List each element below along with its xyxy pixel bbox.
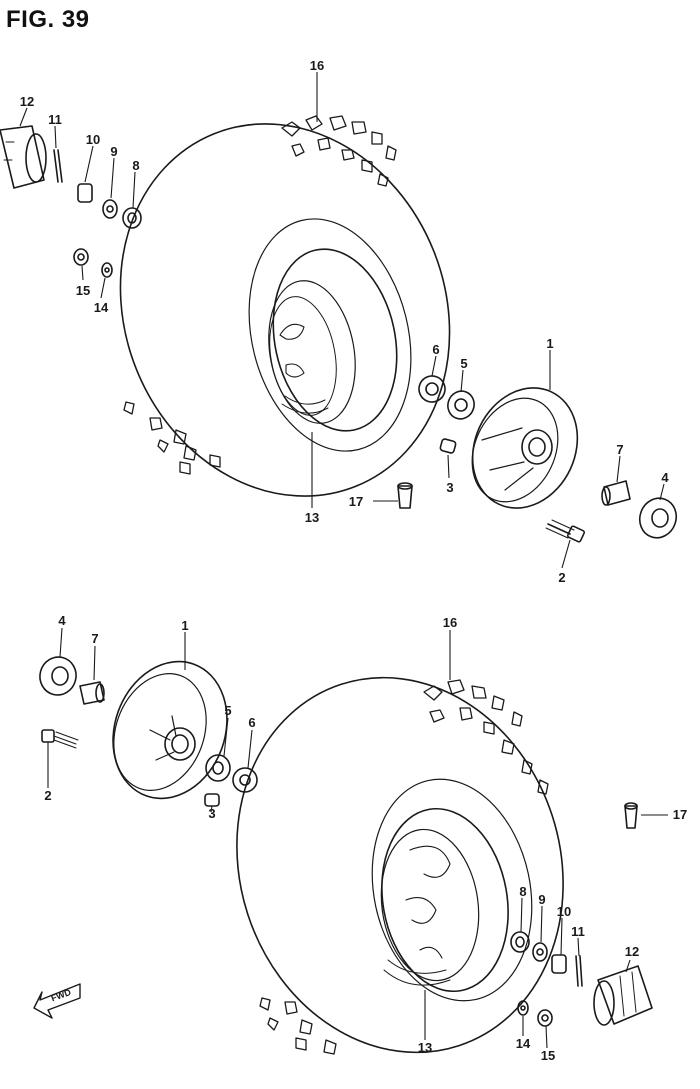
upper-bolt-2 — [545, 519, 586, 543]
callout-u-5: 5 — [460, 356, 467, 371]
lower-bearing-5 — [205, 754, 231, 782]
callout-l-1: 1 — [181, 618, 188, 633]
callout-l-17: 17 — [673, 807, 687, 822]
lower-hub — [112, 660, 228, 800]
callout-u-4: 4 — [661, 470, 669, 485]
lower-cap-12 — [593, 965, 653, 1026]
callout-u-7: 7 — [616, 442, 623, 457]
upper-rim — [268, 248, 398, 432]
callout-l-11: 11 — [571, 924, 585, 939]
lower-washer-14 — [517, 1000, 529, 1016]
upper-nut-3 — [439, 438, 457, 454]
callout-u-15: 15 — [76, 283, 90, 298]
callout-u-10: 10 — [86, 132, 100, 147]
lower-castle-nut-10 — [551, 954, 567, 974]
callout-labels: 16 12 11 10 9 8 15 14 6 5 1 3 7 4 17 13 … — [20, 58, 687, 1063]
upper-washer-9 — [102, 199, 118, 219]
callout-u-9: 9 — [110, 144, 117, 159]
callout-l-16: 16 — [443, 615, 457, 630]
lower-bearing-4 — [39, 656, 77, 696]
callout-l-14: 14 — [516, 1036, 531, 1051]
callout-l-6: 6 — [248, 715, 255, 730]
fwd-arrow-icon — [33, 983, 81, 1019]
lower-bolt-2 — [41, 729, 79, 749]
upper-valve-17 — [397, 482, 413, 509]
callout-l-4: 4 — [58, 613, 66, 628]
lower-bearing-6 — [232, 767, 258, 793]
callout-u-14: 14 — [94, 300, 109, 315]
lower-cotter-pin-11 — [575, 955, 583, 987]
lower-spacer-8 — [510, 931, 530, 953]
lower-nut-15 — [537, 1009, 553, 1027]
lower-washer-9 — [532, 942, 548, 962]
callout-u-1: 1 — [546, 336, 553, 351]
figure-title: FIG. 39 — [6, 6, 90, 33]
lower-nut-3 — [204, 793, 220, 807]
leader-lines — [19, 72, 668, 1049]
callout-u-2: 2 — [558, 570, 565, 585]
upper-nut-15 — [73, 248, 89, 266]
fwd-label: FWD — [50, 987, 73, 1004]
upper-hub — [471, 387, 579, 509]
lower-valve-17 — [624, 802, 638, 829]
upper-bearing-5 — [447, 390, 475, 420]
callout-u-17: 17 — [349, 494, 363, 509]
callout-u-3: 3 — [446, 480, 453, 495]
upper-tire — [119, 115, 451, 497]
lower-rim — [380, 807, 509, 993]
callout-l-13: 13 — [418, 1040, 432, 1055]
upper-bearing-6 — [418, 375, 446, 403]
callout-l-5: 5 — [224, 703, 231, 718]
callout-l-2: 2 — [44, 788, 51, 803]
upper-castle-nut-10 — [77, 183, 93, 203]
upper-washer-14 — [101, 262, 113, 278]
callout-u-13: 13 — [305, 510, 319, 525]
callout-u-12: 12 — [20, 94, 34, 109]
callout-l-15: 15 — [541, 1048, 555, 1063]
callout-l-12: 12 — [625, 944, 639, 959]
lower-spacer-7 — [79, 681, 105, 705]
callout-u-8: 8 — [132, 158, 139, 173]
callout-l-9: 9 — [538, 892, 545, 907]
callout-l-10: 10 — [557, 904, 571, 919]
lower-tire — [236, 676, 564, 1055]
callout-u-16: 16 — [310, 58, 324, 73]
upper-cap-12 — [0, 125, 47, 189]
callout-u-6: 6 — [432, 342, 439, 357]
callout-l-8: 8 — [519, 884, 526, 899]
callout-l-3: 3 — [208, 806, 215, 821]
upper-cotter-pin-11 — [53, 149, 63, 183]
callout-u-11: 11 — [48, 112, 62, 127]
upper-spacer-8 — [122, 207, 142, 229]
upper-bearing-4 — [638, 497, 678, 539]
upper-spacer-7 — [601, 480, 631, 506]
callout-l-7: 7 — [91, 631, 98, 646]
